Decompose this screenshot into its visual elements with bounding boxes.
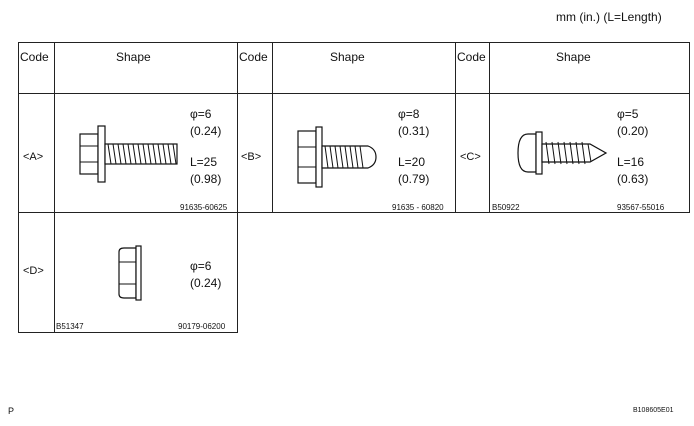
header-code-2: Code xyxy=(239,50,268,64)
part-d: 90179-06200 xyxy=(178,322,226,331)
ref-d: B51347 xyxy=(56,322,84,331)
ref-c: B50922 xyxy=(492,203,520,212)
len-spec-c: L=16 (0.63) xyxy=(617,154,648,188)
spec-d: φ=6 (0.24) xyxy=(190,258,221,292)
part-a: 91635-60625 xyxy=(180,203,228,212)
part-c: 93567-55016 xyxy=(617,203,665,212)
header-shape-2: Shape xyxy=(330,50,365,64)
dia-a: φ=6 xyxy=(190,107,212,121)
code-c: <C> xyxy=(460,151,481,163)
footer-left-code: P xyxy=(8,406,15,416)
dia-in-d: (0.24) xyxy=(190,276,222,290)
part-b: 91635 - 60820 xyxy=(392,203,444,212)
units-note: mm (in.) (L=Length) xyxy=(556,10,662,24)
header-shape-3: Shape xyxy=(556,50,591,64)
len-a: L=25 xyxy=(190,155,218,169)
dia-in-b: (0.31) xyxy=(398,124,430,138)
dia-b: φ=8 xyxy=(398,107,420,121)
code-a: <A> xyxy=(23,151,44,163)
header-code-1: Code xyxy=(20,50,49,64)
len-in-a: (0.98) xyxy=(190,172,222,186)
len-spec-a: L=25 (0.98) xyxy=(190,154,221,188)
footer-figure-id: B108605E01 xyxy=(633,407,674,414)
dia-in-a: (0.24) xyxy=(190,124,222,138)
code-d: <D> xyxy=(23,265,44,277)
spec-b: φ=8 (0.31) xyxy=(398,106,429,140)
code-b: <B> xyxy=(241,151,262,163)
bolt-a-icon xyxy=(79,125,178,183)
len-c: L=16 xyxy=(617,155,645,169)
header-shape-1: Shape xyxy=(116,50,151,64)
dia-d: φ=6 xyxy=(190,259,212,273)
dia-c: φ=5 xyxy=(617,107,639,121)
header-code-3: Code xyxy=(457,50,486,64)
spec-c: φ=5 (0.20) xyxy=(617,106,648,140)
bolt-b-icon xyxy=(297,126,377,188)
len-in-b: (0.79) xyxy=(398,172,430,186)
nut-d-icon xyxy=(118,245,142,301)
len-b: L=20 xyxy=(398,155,426,169)
len-in-c: (0.63) xyxy=(617,172,649,186)
screw-c-icon xyxy=(517,131,608,175)
dia-in-c: (0.20) xyxy=(617,124,649,138)
len-spec-b: L=20 (0.79) xyxy=(398,154,429,188)
spec-a: φ=6 (0.24) xyxy=(190,106,221,140)
